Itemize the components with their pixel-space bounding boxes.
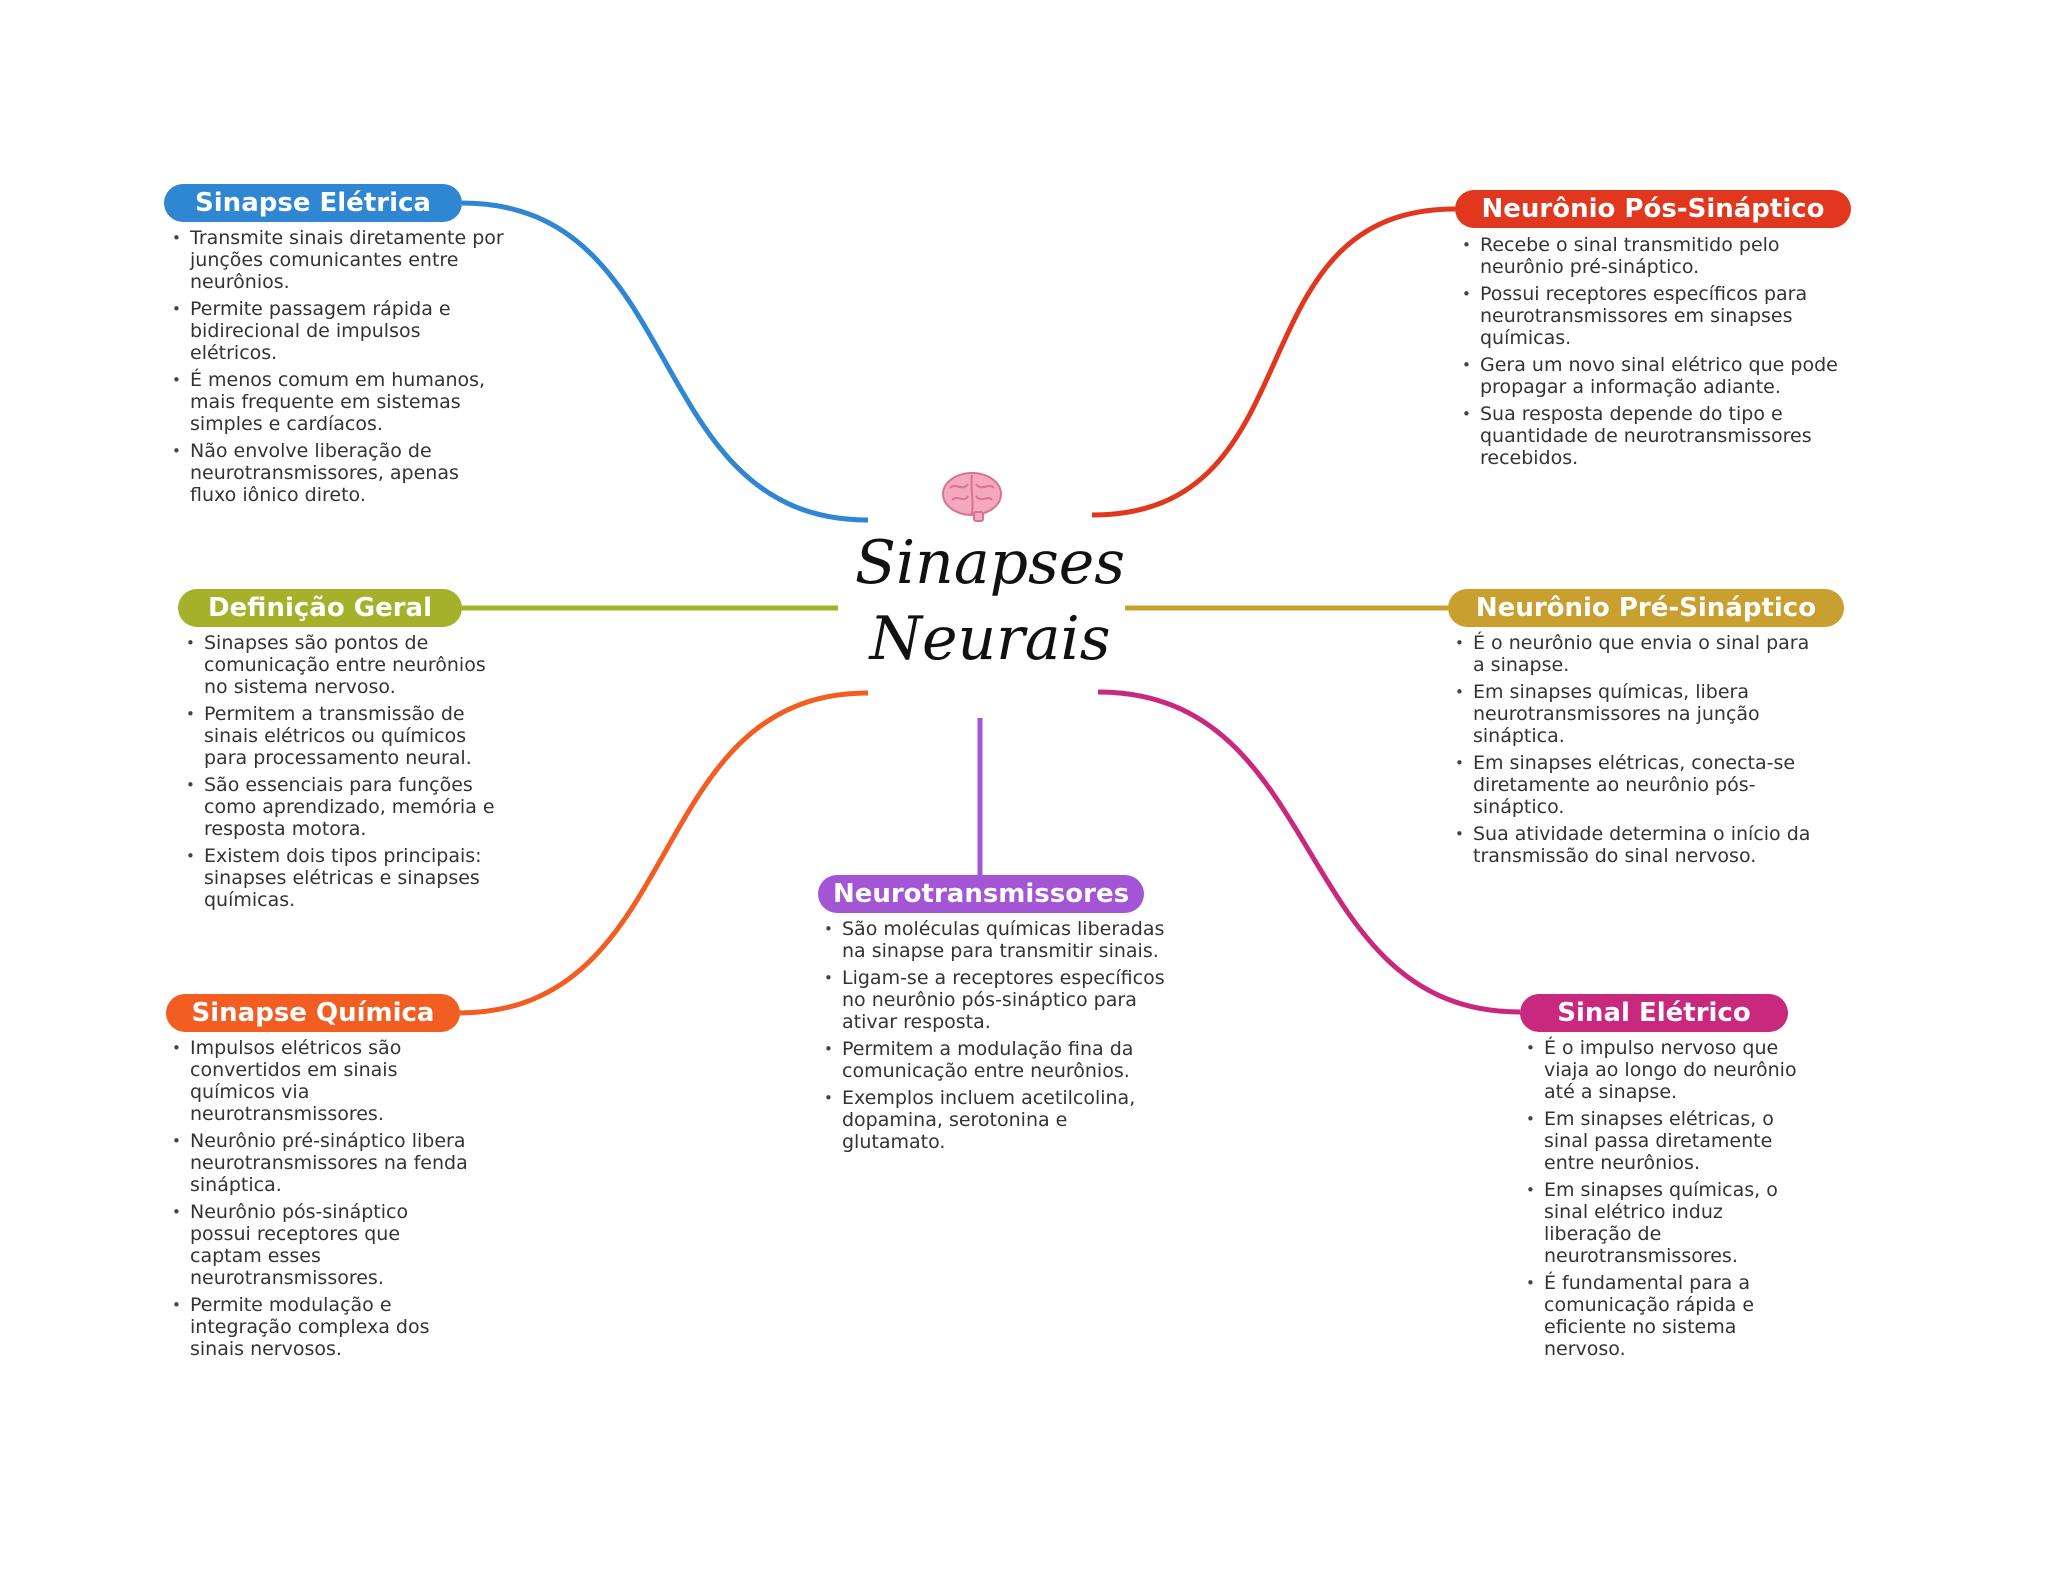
- connector-neuronio-pos: [1091, 206, 1456, 518]
- sinapse-quimica-list: Impulsos elétricos são convertidos em si…: [168, 1037, 468, 1365]
- definicao-geral-list: Sinapses são pontos de comunicação entre…: [182, 632, 500, 916]
- list-item: Sinapses são pontos de comunicação entre…: [182, 632, 500, 698]
- list-item: É menos comum em humanos, mais frequente…: [168, 369, 508, 435]
- node-sinapse-eletrica: Sinapse Elétrica: [164, 184, 462, 222]
- sinapse-eletrica-list: Transmite sinais diretamente por junções…: [168, 227, 508, 511]
- list-item: Em sinapses químicas, libera neurotransm…: [1451, 681, 1811, 747]
- list-item: Não envolve liberação de neurotransmisso…: [168, 440, 508, 506]
- neuronio-pos-sinaptico-list: Recebe o sinal transmitido pelo neurônio…: [1458, 234, 1850, 474]
- list-item: Transmite sinais diretamente por junções…: [168, 227, 508, 293]
- connector-sinapse-quimica: [457, 690, 869, 1016]
- node-sinal-eletrico: Sinal Elétrico: [1520, 994, 1788, 1032]
- list-item: Permite passagem rápida e bidirecional d…: [168, 298, 508, 364]
- list-item: São moléculas químicas liberadas na sina…: [820, 918, 1166, 962]
- list-item: Gera um novo sinal elétrico que pode pro…: [1458, 354, 1850, 398]
- neuronio-pre-sinaptico-list: É o neurônio que envia o sinal para a si…: [1451, 632, 1811, 872]
- connector-sinapse-eletrica: [461, 200, 869, 523]
- list-item: Possui receptores específicos para neuro…: [1458, 283, 1850, 349]
- list-item: Em sinapses elétricas, conecta-se direta…: [1451, 752, 1811, 818]
- node-neuronio-pre-sinaptico: Neurônio Pré-Sináptico: [1448, 589, 1844, 627]
- list-item: Existem dois tipos principais: sinapses …: [182, 845, 500, 911]
- list-item: Permitem a modulação fina da comunicação…: [820, 1038, 1166, 1082]
- central-title: Sinapses Neurais: [840, 525, 1140, 677]
- central-title-line-1: Sinapses: [854, 528, 1126, 598]
- connector-sinal-eletrico: [1097, 689, 1521, 1015]
- list-item: É fundamental para a comunicação rápida …: [1522, 1272, 1812, 1360]
- list-item: Impulsos elétricos são convertidos em si…: [168, 1037, 468, 1125]
- list-item: É o impulso nervoso que viaja ao longo d…: [1522, 1037, 1812, 1103]
- list-item: Ligam-se a receptores específicos no neu…: [820, 967, 1166, 1033]
- list-item: Sua resposta depende do tipo e quantidad…: [1458, 403, 1850, 469]
- neurotransmissores-list: São moléculas químicas liberadas na sina…: [820, 918, 1166, 1158]
- list-item: Sua atividade determina o início da tran…: [1451, 823, 1811, 867]
- node-definicao-geral: Definição Geral: [178, 589, 462, 627]
- sinal-eletrico-list: É o impulso nervoso que viaja ao longo d…: [1522, 1037, 1812, 1365]
- list-item: Permitem a transmissão de sinais elétric…: [182, 703, 500, 769]
- list-item: Recebe o sinal transmitido pelo neurônio…: [1458, 234, 1850, 278]
- node-neuronio-pos-sinaptico: Neurônio Pós-Sináptico: [1455, 190, 1851, 228]
- list-item: Neurônio pré-sináptico libera neurotrans…: [168, 1130, 468, 1196]
- list-item: Em sinapses elétricas, o sinal passa dir…: [1522, 1108, 1812, 1174]
- list-item: Permite modulação e integração complexa …: [168, 1294, 468, 1360]
- node-sinapse-quimica: Sinapse Química: [166, 994, 460, 1032]
- list-item: Neurônio pós-sináptico possui receptores…: [168, 1201, 468, 1289]
- list-item: Em sinapses químicas, o sinal elétrico i…: [1522, 1179, 1812, 1267]
- list-item: Exemplos incluem acetilcolina, dopamina,…: [820, 1087, 1166, 1153]
- node-neurotransmissores: Neurotransmissores: [818, 875, 1144, 913]
- list-item: É o neurônio que envia o sinal para a si…: [1451, 632, 1811, 676]
- list-item: São essenciais para funções como aprendi…: [182, 774, 500, 840]
- central-title-line-2: Neurais: [869, 604, 1111, 674]
- brain-icon: [942, 472, 1002, 522]
